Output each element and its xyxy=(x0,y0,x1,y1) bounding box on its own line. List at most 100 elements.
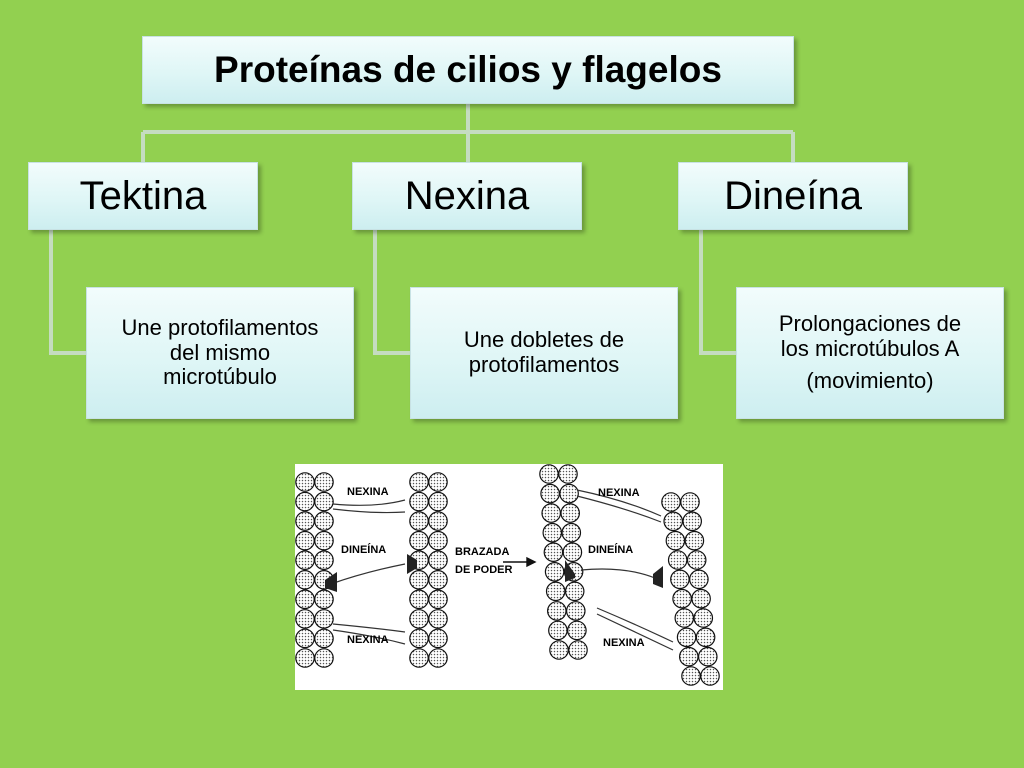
left-links xyxy=(330,499,406,645)
label-nexina-right-bottom: NEXINA xyxy=(603,637,645,649)
protofilament-subunit xyxy=(314,550,334,570)
protofilament-subunit xyxy=(428,550,448,570)
protofilament-subunit xyxy=(542,522,563,543)
label-nexina-right-top: NEXINA xyxy=(598,487,640,499)
protofilament-subunit xyxy=(295,648,315,668)
label-brazada: BRAZADA xyxy=(455,546,509,558)
protofilament-subunit xyxy=(543,542,564,562)
protofilament-subunit xyxy=(691,588,711,609)
protofilament-subunit xyxy=(295,628,315,649)
protofilament-subunit xyxy=(548,620,568,641)
protofilament-subunit xyxy=(545,581,566,602)
protofilament-subunit xyxy=(561,522,582,543)
protofilament-subunit xyxy=(295,589,315,610)
protofilament-subunit xyxy=(314,472,334,492)
description-line: Une dobletes de xyxy=(463,327,625,353)
protofilament-subunit xyxy=(682,511,702,532)
protofilament-subunit xyxy=(567,620,587,641)
protofilament-subunit xyxy=(428,628,448,649)
protofilament-subunit xyxy=(409,472,429,492)
description-line: del mismo xyxy=(169,339,271,365)
protofilament-subunit xyxy=(314,511,334,531)
label-nexina-left-top: NEXINA xyxy=(347,486,389,498)
protofilament-subunit xyxy=(295,472,315,492)
protofilament-subunit xyxy=(541,503,562,523)
protofilament-subunit xyxy=(428,491,448,512)
protofilament-subunit xyxy=(680,492,700,512)
protofilament-subunit xyxy=(314,648,334,668)
protofilament-subunit xyxy=(697,646,718,667)
power-stroke-arrow xyxy=(503,556,537,568)
protofilament-subunit xyxy=(314,530,334,551)
right-links xyxy=(576,489,674,651)
protofilament-subunit xyxy=(409,609,429,629)
label-dineina-right: DINEÍNA xyxy=(588,543,633,556)
node-nexina: Nexina xyxy=(352,162,582,230)
protofilament-subunit xyxy=(314,491,334,512)
description-line: Une protofilamentos xyxy=(121,315,319,341)
description-line: Prolongaciones de xyxy=(778,311,962,337)
protofilament-subunit xyxy=(428,589,448,610)
protofilament-subunit xyxy=(562,542,583,562)
protofilament-subunit xyxy=(689,569,709,590)
protofilament-subunit xyxy=(409,491,429,512)
protofilament-subunit xyxy=(314,609,334,629)
protofilament-subunit xyxy=(663,511,683,532)
node-tektina: Tektina xyxy=(28,162,258,230)
protofilament-subunit xyxy=(559,483,579,504)
protofilament-subunit xyxy=(560,503,580,523)
protofilament-subunit xyxy=(295,511,315,531)
description-line: protofilamentos xyxy=(468,352,620,377)
description-line: (movimiento) xyxy=(806,368,934,394)
description-nexina: Une dobletes de protofilamentos xyxy=(410,287,678,419)
protofilament-subunit xyxy=(540,483,560,504)
protofilament-subunit xyxy=(409,648,429,668)
protofilament-subunit xyxy=(295,491,315,512)
protofilament-subunit xyxy=(295,530,315,551)
power-stroke-illustration: NEXINA DINEÍNA NEXINA BRAZADA DE PODER N… xyxy=(295,464,723,690)
description-dineina: Prolongaciones de los microtúbulos A (mo… xyxy=(736,287,1004,419)
protofilament-subunit xyxy=(672,588,692,609)
protofilament-subunit xyxy=(409,530,429,551)
protofilament-subunit xyxy=(428,530,448,551)
protofilament-subunit xyxy=(665,530,686,551)
protofilament-subunit xyxy=(684,530,705,551)
protofilament-subunit xyxy=(314,628,334,649)
protofilament-subunit xyxy=(409,511,429,531)
protofilament-subunit xyxy=(428,472,448,492)
label-dineina-left: DINEÍNA xyxy=(341,543,386,556)
protofilament-subunit xyxy=(295,570,315,590)
protofilament-subunit xyxy=(428,570,448,590)
protofilament-subunit xyxy=(295,550,315,570)
protofilament-subunit xyxy=(678,646,699,667)
description-line: los microtúbulos A xyxy=(780,335,960,361)
protofilament-subunit xyxy=(695,627,716,648)
protofilament-subunit xyxy=(681,666,701,686)
protofilament-subunit xyxy=(674,608,695,628)
illustration-canvas: NEXINA DINEÍNA NEXINA BRAZADA DE PODER N… xyxy=(295,464,720,686)
protofilament-subunit xyxy=(693,608,714,628)
protofilament-subunit xyxy=(686,550,707,570)
protofilament-subunit xyxy=(661,492,681,512)
label-nexina-left-bottom: NEXINA xyxy=(347,634,389,646)
diagram-title: Proteínas de cilios y flagelos xyxy=(142,36,794,104)
dynein-arm-heads xyxy=(325,554,663,592)
protofilament-subunit xyxy=(568,640,588,660)
protofilament-subunit xyxy=(539,464,559,484)
label-de-poder: DE PODER xyxy=(455,564,513,576)
protofilament-subunit xyxy=(544,562,565,582)
microtubule-doublets xyxy=(295,464,720,686)
protofilament-subunit xyxy=(667,550,688,570)
protofilament-subunit xyxy=(428,648,448,668)
protofilament-subunit xyxy=(409,628,429,649)
protofilament-subunit xyxy=(700,666,720,686)
protofilament-subunit xyxy=(295,609,315,629)
description-tektina: Une protofilamentos del mismo microtúbul… xyxy=(86,287,354,419)
protofilament-subunit xyxy=(549,640,569,660)
protofilament-subunit xyxy=(676,627,697,648)
node-dineina: Dineína xyxy=(678,162,908,230)
protofilament-subunit xyxy=(409,570,429,590)
protofilament-subunit xyxy=(670,569,690,590)
protofilament-subunit xyxy=(564,581,585,602)
